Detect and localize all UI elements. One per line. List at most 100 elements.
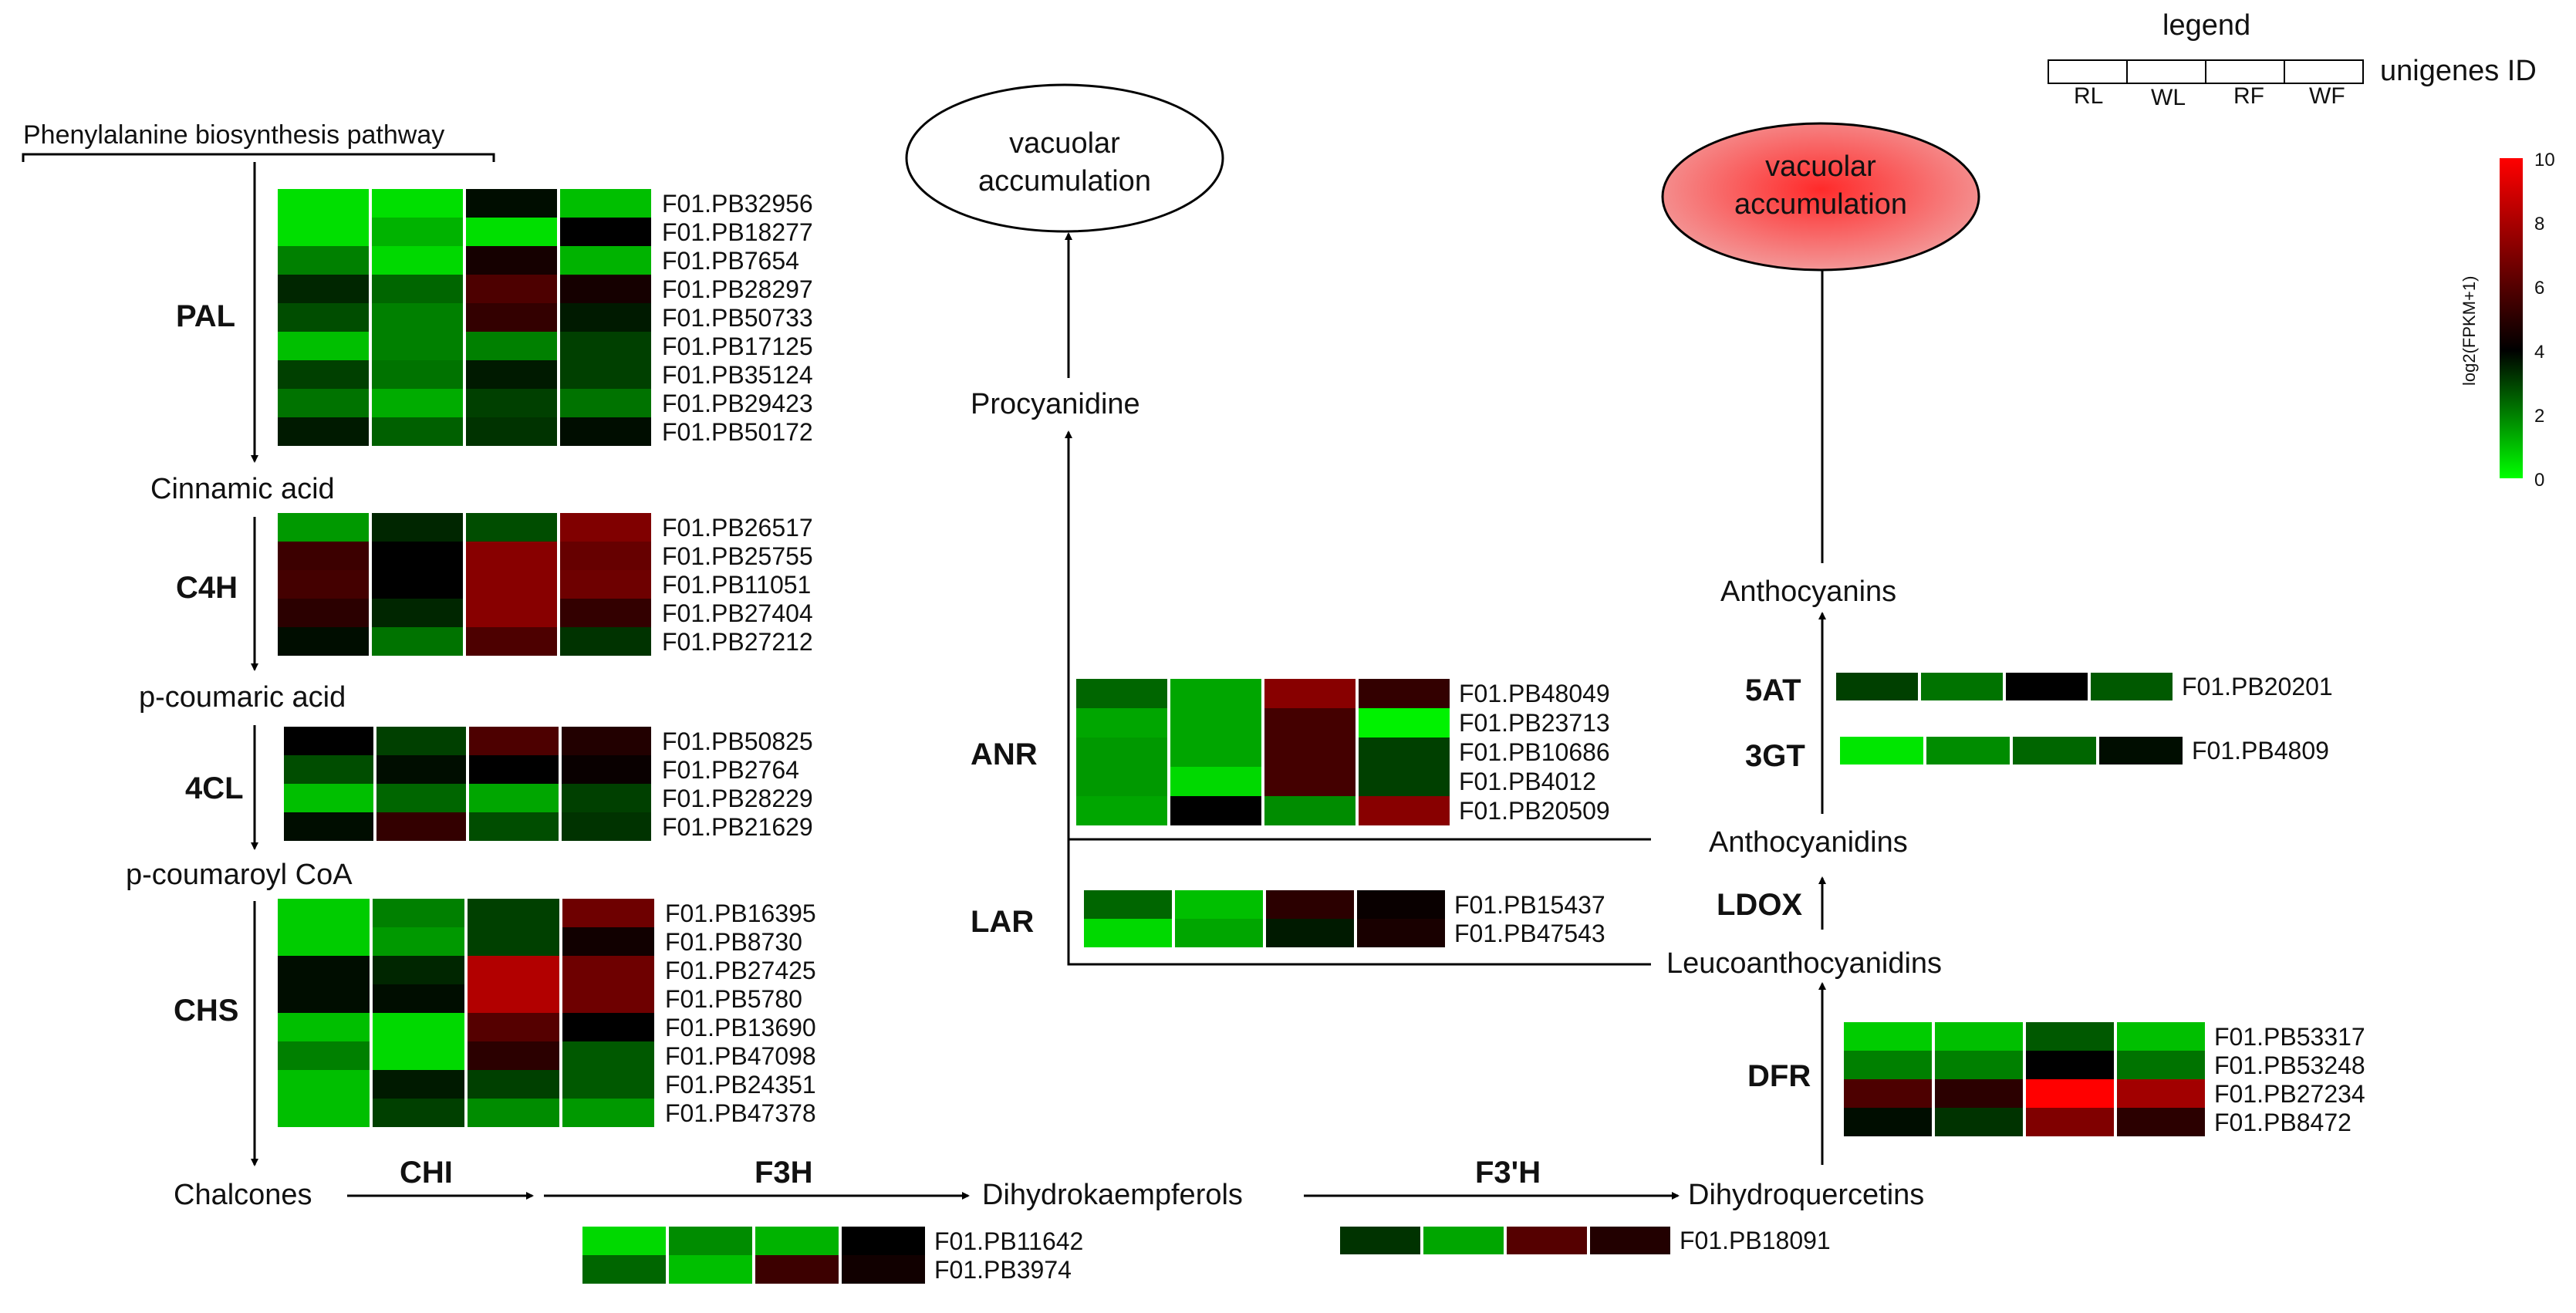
- heatmap-cell: [372, 627, 463, 656]
- heatmap-cell: [373, 984, 464, 1013]
- heatmap-cell: [1170, 679, 1261, 708]
- enzyme-pal: PAL: [176, 299, 236, 333]
- heatmap-cell: [373, 927, 464, 956]
- heatmap-cell: [372, 542, 463, 570]
- heatmap-cell: [560, 189, 651, 218]
- heatmap-cell: [1076, 767, 1167, 796]
- heatmap-cell: [278, 899, 370, 927]
- heatmap-cell: [466, 332, 557, 360]
- heatmap-cell: [1170, 708, 1261, 738]
- heatmap-cell: [1340, 1227, 1420, 1254]
- heatmap-cell: [469, 784, 559, 812]
- heatmap-cell: [1359, 708, 1450, 738]
- scale-tick-10: 10: [2534, 150, 2555, 170]
- heatmap-cell: [1921, 673, 2003, 700]
- gene-id-label: F01.PB48049: [1459, 680, 1610, 707]
- heatmap-cell: [1844, 1079, 1932, 1108]
- heatmap-cell: [1175, 890, 1263, 919]
- heatmap-cell: [560, 417, 651, 446]
- gene-id-label: F01.PB28297: [662, 275, 813, 303]
- heatmap-cell: [466, 389, 557, 417]
- heatmap-cell: [373, 1041, 464, 1070]
- heatmap-cell: [560, 542, 651, 570]
- heatmap-cell: [468, 1013, 559, 1041]
- heatmap-cell: [284, 784, 373, 812]
- gene-id-label: F01.PB17125: [662, 332, 813, 360]
- gene-id-label: F01.PB20201: [2182, 673, 2333, 700]
- heatmap-cell: [469, 812, 559, 841]
- compound-leucoanthocyanidins: Leucoanthocyanidins: [1666, 947, 1943, 980]
- heatmap-cell: [284, 727, 373, 755]
- gene-id-label: F01.PB26517: [662, 513, 813, 542]
- gene-id-label: F01.PB4809: [2192, 737, 2329, 765]
- start-label: Phenylalanine biosynthesis pathway: [23, 120, 445, 150]
- heatmap-cell: [1423, 1227, 1504, 1254]
- heatmap-cell: [1264, 767, 1356, 796]
- heatmap-cell: [562, 956, 654, 984]
- heatmap-cell: [1266, 890, 1354, 919]
- scale-tick-8: 8: [2534, 214, 2545, 235]
- heatmap-cell: [1359, 738, 1450, 767]
- heatmap-cell: [372, 513, 463, 542]
- heatmap-cell: [278, 332, 369, 360]
- scale-tick-6: 6: [2534, 278, 2545, 299]
- heatmap-cell: [562, 784, 651, 812]
- heatmap-cell: [278, 360, 369, 389]
- heatmap-cell: [1076, 708, 1167, 738]
- compound-pcoumaric: p-coumaric acid: [139, 681, 346, 714]
- vacuole-left-shape: [905, 83, 1224, 233]
- scale-tick-4: 4: [2534, 342, 2545, 363]
- heatmap-cell: [1935, 1108, 2023, 1136]
- phenylalanine-bracket: [22, 153, 495, 162]
- heatmap-cell: [278, 599, 369, 627]
- scale-tick-2: 2: [2534, 406, 2545, 427]
- heatmap-cell: [373, 1070, 464, 1099]
- heatmap-cell: [278, 570, 369, 599]
- heatmap-cell: [373, 1099, 464, 1127]
- heatmap-cell: [278, 275, 369, 303]
- enzyme-anr: ANR: [971, 738, 1038, 771]
- heatmap-cell: [1359, 767, 1450, 796]
- heatmap-cell: [278, 189, 369, 218]
- enzyme-f3-h: F3'H: [1475, 1156, 1541, 1190]
- heatmap-cell: [466, 513, 557, 542]
- heatmap-cell: [1076, 679, 1167, 708]
- heatmap-cell: [560, 303, 651, 332]
- heatmap-cell: [562, 899, 654, 927]
- gene-id-label: F01.PB15437: [1454, 890, 1605, 919]
- heatmap-cell: [1076, 796, 1167, 825]
- heatmap-cell: [278, 303, 369, 332]
- gene-id-label: F01.PB20509: [1459, 797, 1610, 825]
- heatmap-cell: [376, 727, 466, 755]
- heatmap-cell: [2006, 673, 2088, 700]
- heatmap-cell: [582, 1227, 666, 1255]
- enzyme-chi: CHI: [400, 1156, 453, 1190]
- heatmap-cell: [1359, 679, 1450, 708]
- heatmap-cell: [373, 956, 464, 984]
- heatmap-cell: [278, 1099, 370, 1127]
- heatmap-cell: [466, 417, 557, 446]
- gene-id-label: F01.PB47098: [665, 1041, 816, 1070]
- heatmap-cell: [669, 1227, 752, 1255]
- heatmap-cell: [468, 1070, 559, 1099]
- compound-pcoumaroyl: p-coumaroyl CoA: [126, 859, 353, 891]
- heatmap-cell: [468, 899, 559, 927]
- heatmap-cell: [466, 542, 557, 570]
- legend-col-rf: RF: [2233, 83, 2264, 109]
- gene-id-label: F01.PB32956: [662, 189, 813, 218]
- color-scale-bar: [2500, 158, 2523, 478]
- heatmap-cell: [1264, 679, 1356, 708]
- heatmap-cell: [278, 417, 369, 446]
- heatmap-cell: [466, 599, 557, 627]
- heatmap-cell: [278, 513, 369, 542]
- vacuole-right-label: vacuolar accumulation: [1734, 150, 1907, 221]
- heatmap-cell: [373, 899, 464, 927]
- heatmap-cell: [562, 727, 651, 755]
- heatmap-cell: [278, 1013, 370, 1041]
- heatmap-cell: [1844, 1108, 1932, 1136]
- vacuole-left-label: vacuolar accumulation: [978, 127, 1151, 198]
- gene-id-label: F01.PB24351: [665, 1070, 816, 1099]
- heatmap-cell: [842, 1255, 925, 1284]
- gene-id-label: F01.PB11642: [934, 1227, 1084, 1255]
